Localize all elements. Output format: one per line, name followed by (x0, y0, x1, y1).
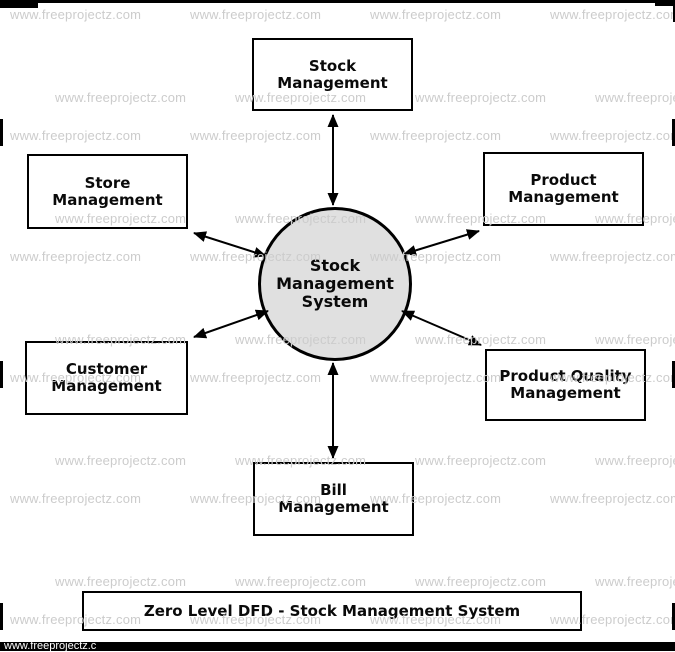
entity-label: Management (52, 190, 163, 209)
process-label: Stock (309, 256, 361, 275)
arrow-store-management (193, 231, 267, 258)
entity-label: Management (508, 188, 619, 206)
watermark-bar-fragment (655, 0, 675, 6)
entity-label: Management (510, 384, 621, 402)
entity-label: Management (277, 73, 388, 92)
entity-product-management: Product Management (483, 152, 644, 226)
watermark-bar-fragment (0, 0, 675, 3)
entity-label: Store (84, 173, 131, 192)
watermark-bar-text: www.freeprojectz.c (4, 642, 97, 651)
arrow-customer-management (193, 309, 269, 339)
entity-label: Product Quality (499, 367, 632, 385)
watermark-bar-fragment (672, 361, 675, 388)
watermark-bar-fragment (673, 0, 675, 22)
entity-store-management: Store Management (27, 154, 188, 229)
process-label: Management (276, 274, 394, 293)
watermark-bar-fragment (672, 119, 675, 146)
watermark-bar-fragment (0, 0, 38, 8)
entity-product-quality-management: Product Quality Management (485, 349, 646, 421)
diagram-title: Zero Level DFD - Stock Management System (143, 602, 521, 620)
process-stock-management-system: Stock Management System (258, 207, 412, 361)
entity-label: Bill (320, 481, 347, 499)
arrow-product-quality-management (401, 310, 482, 346)
entity-label: Stock (308, 56, 357, 75)
process-label: System (301, 292, 369, 311)
watermark-bar-fragment (0, 119, 3, 146)
watermark-bar-fragment (672, 603, 675, 630)
arrow-product-management (403, 229, 480, 256)
watermark-bar-fragment (0, 603, 3, 630)
entity-stock-management: Stock Management (252, 38, 413, 111)
entity-label: Management (51, 377, 162, 395)
entity-label: Product (530, 171, 597, 189)
entity-label: Customer (65, 360, 148, 378)
watermark-bottom-bar: www.freeprojectz.c (0, 642, 675, 651)
watermark-bar-fragment (0, 361, 3, 388)
diagram-title-box: Zero Level DFD - Stock Management System (82, 591, 582, 631)
entity-bill-management: Bill Management (253, 462, 414, 536)
entity-customer-management: Customer Management (25, 341, 188, 415)
entity-label: Management (278, 498, 389, 516)
